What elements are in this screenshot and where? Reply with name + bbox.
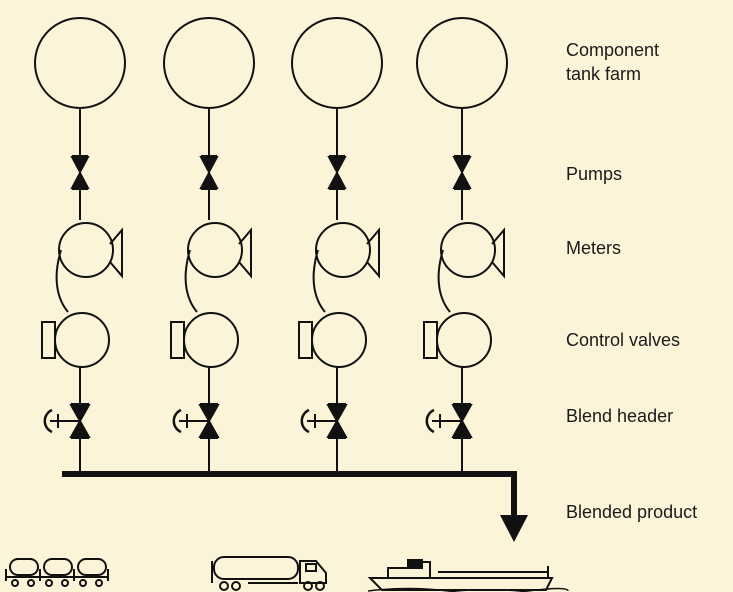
component-column <box>34 17 126 474</box>
rail-tank-cars <box>5 558 109 587</box>
label-component-tank-farm: Component tank farm <box>566 38 659 86</box>
rail-tank-car-icon <box>39 558 74 587</box>
blend-header-arrow <box>500 515 528 542</box>
hand-valve-icon <box>425 403 473 439</box>
label-tank-farm-line2: tank farm <box>566 64 642 84</box>
flow-meter-icon <box>437 222 505 313</box>
hand-valve-icon <box>300 403 348 439</box>
flow-meter-icon <box>55 222 123 313</box>
pump-icon <box>70 155 90 190</box>
label-blend-header: Blend header <box>566 406 674 426</box>
storage-tank-icon <box>34 17 126 109</box>
component-column <box>291 17 383 474</box>
label-pumps: Pumps <box>566 164 623 184</box>
control-valve-icon <box>41 312 110 368</box>
control-valve-icon <box>298 312 367 368</box>
storage-tank-icon <box>416 17 508 109</box>
component-column <box>416 17 508 474</box>
label-control-valves: Control valves <box>566 330 681 350</box>
storage-tank-icon <box>163 17 255 109</box>
pump-icon <box>199 155 219 190</box>
label-tank-farm-line1: Component <box>566 40 660 60</box>
rail-tank-car-icon <box>5 558 40 587</box>
blend-header-line <box>62 471 517 520</box>
pump-icon <box>327 155 347 190</box>
tanker-ship-icon <box>367 559 569 592</box>
label-blended-product: Blended product <box>566 502 698 522</box>
flow-meter-icon <box>184 222 252 313</box>
rail-tank-car-icon <box>73 558 109 587</box>
pump-icon <box>452 155 472 190</box>
storage-tank-icon <box>291 17 383 109</box>
flow-meter-icon <box>312 222 380 313</box>
control-valve-icon <box>170 312 239 368</box>
label-meters: Meters <box>566 238 622 258</box>
hand-valve-icon <box>172 403 220 439</box>
tanker-truck-icon <box>211 556 327 591</box>
hand-valve-icon <box>43 403 91 439</box>
control-valve-icon <box>423 312 492 368</box>
component-column <box>163 17 255 474</box>
